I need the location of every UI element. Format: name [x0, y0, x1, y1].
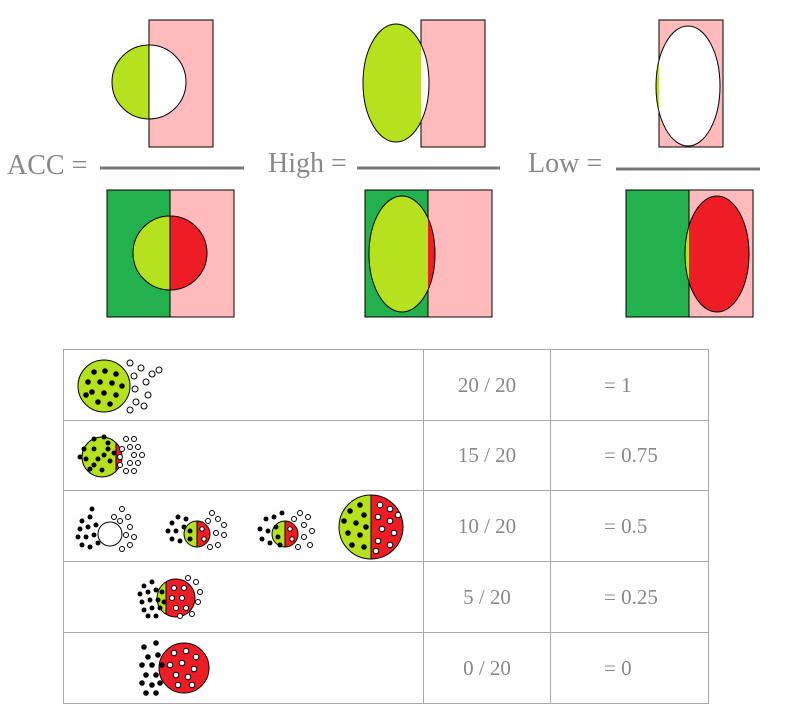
row5-result: = 0: [604, 655, 632, 680]
row3-fraction: 10 / 20: [423, 490, 551, 562]
low-numerator: [655, 19, 724, 148]
high-numerator: [362, 19, 486, 148]
row1-result: = 1: [604, 372, 632, 397]
table-row: 15 / 20 = 0.75: [63, 420, 709, 491]
row5-fraction: 0 / 20: [423, 632, 551, 704]
table-row: 20 / 20 = 1: [63, 349, 709, 421]
mostly-green-ball-icon: [77, 434, 145, 478]
full-red-ball-icon: [139, 640, 210, 696]
mostly-red-ball-icon: [137, 575, 203, 619]
accuracy-table: 20 / 20 = 1: [63, 349, 709, 704]
acc-label: ACC =: [7, 150, 88, 181]
half-split-balls-icon: [75, 494, 404, 560]
formula-diagrams: [100, 19, 760, 318]
full-green-ball-icon: [77, 359, 163, 414]
high-denominator: [364, 189, 493, 318]
row4-illustration: [63, 561, 424, 633]
row4-fraction: 5 / 20: [423, 561, 551, 633]
row3-result: = 0.5: [604, 513, 648, 538]
row1-fraction: 20 / 20: [423, 349, 551, 421]
acc-denominator: [106, 189, 235, 318]
row1-illustration: [63, 349, 424, 421]
table-row: 10 / 20 = 0.5: [63, 490, 709, 562]
table-row: 5 / 20 = 0.25: [63, 561, 709, 633]
acc-numerator: [111, 19, 214, 148]
row2-result: = 0.75: [604, 443, 658, 467]
low-denominator: [625, 189, 754, 318]
row5-illustration: [63, 632, 424, 704]
row4-result: = 0.25: [604, 584, 658, 609]
row2-fraction: 15 / 20: [423, 420, 551, 491]
high-label: High =: [268, 148, 347, 179]
row3-illustration: [63, 490, 424, 562]
row2-illustration: [63, 420, 424, 491]
low-label: Low =: [528, 148, 603, 179]
table-row: 0 / 20 = 0: [63, 632, 709, 704]
